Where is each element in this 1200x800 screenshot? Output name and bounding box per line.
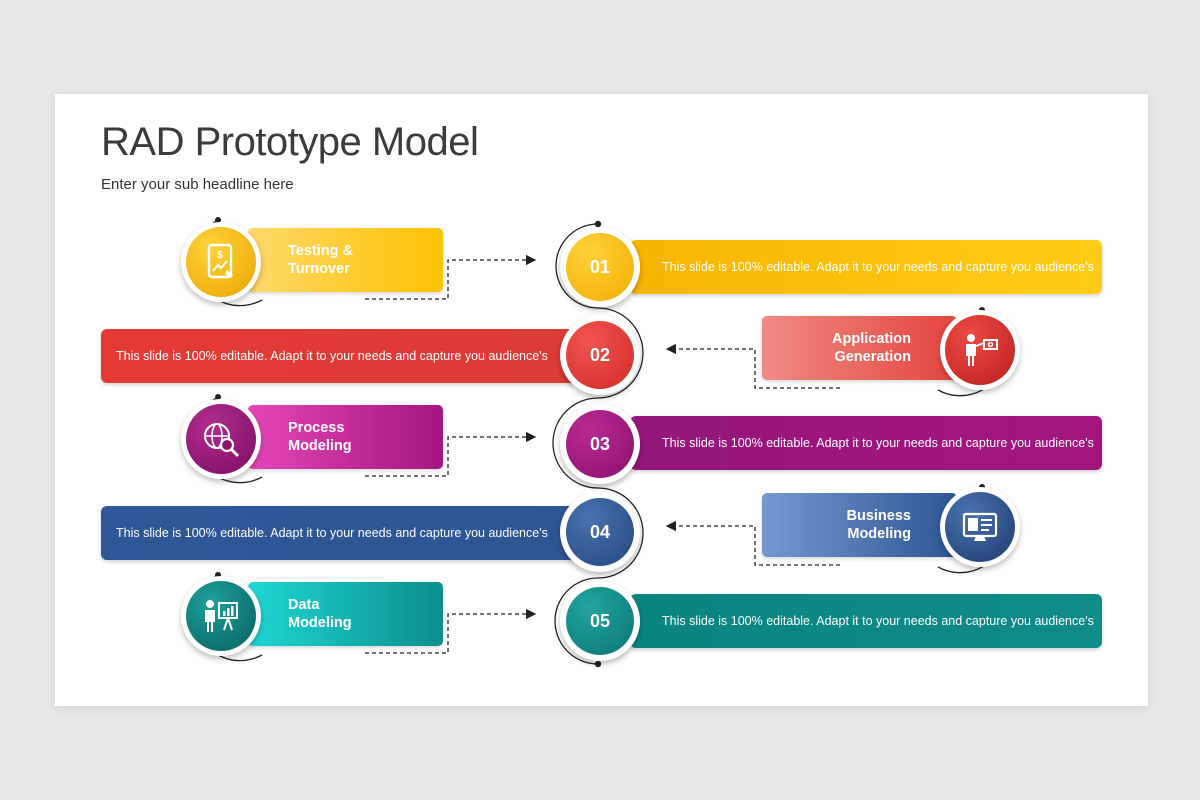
- step-01-label-line1: Testing &: [288, 243, 353, 259]
- step-03-badge: 03: [560, 404, 640, 484]
- step-03-label-line1: Process: [288, 420, 345, 436]
- step-03-label-line2: Modeling: [288, 438, 352, 454]
- step-04-number: 04: [566, 498, 634, 566]
- tablet-dollar-chart-icon: $: [207, 243, 233, 279]
- svg-text:$: $: [217, 250, 223, 261]
- step-02-description-bar: This slide is 100% editable. Adapt it to…: [101, 329, 579, 383]
- step-02-description: This slide is 100% editable. Adapt it to…: [116, 349, 548, 363]
- step-02-label-line1: Application: [832, 331, 911, 347]
- step-05-badge: 05: [560, 581, 640, 661]
- step-03-description-bar: This slide is 100% editable. Adapt it to…: [630, 416, 1102, 470]
- globe-search-icon: [204, 423, 240, 458]
- step-02-icon-badge: [940, 310, 1020, 390]
- step-05-label-line2: Modeling: [288, 615, 352, 631]
- step-04-badge: 04: [560, 492, 640, 572]
- step-03-icon-badge: [181, 399, 261, 479]
- step-04-icon-badge: [940, 487, 1020, 567]
- step-01-description-bar: This slide is 100% editable. Adapt it to…: [630, 240, 1102, 294]
- step-01-icon-badge: $: [181, 222, 261, 302]
- step-04-label-line1: Business: [846, 508, 911, 524]
- step-01-number: 01: [566, 233, 634, 301]
- presenter-screen-icon: [966, 334, 998, 366]
- step-01-description: This slide is 100% editable. Adapt it to…: [662, 260, 1094, 274]
- step-05-description: This slide is 100% editable. Adapt it to…: [662, 614, 1094, 628]
- monitor-profile-icon: [962, 512, 998, 541]
- step-04-label-line2: Modeling: [847, 526, 911, 542]
- step-03-description: This slide is 100% editable. Adapt it to…: [662, 436, 1094, 450]
- slide-title: RAD Prototype Model: [101, 120, 479, 164]
- step-03-number: 03: [566, 410, 634, 478]
- step-02-badge: 02: [560, 315, 640, 395]
- step-05-label-line1: Data: [288, 597, 320, 613]
- step-02-number: 02: [566, 321, 634, 389]
- step-01-label-line2: Turnover: [288, 261, 350, 277]
- step-01-label: Testing & Turnover: [248, 228, 443, 292]
- step-05-description-bar: This slide is 100% editable. Adapt it to…: [630, 594, 1102, 648]
- presenter-chart-icon: [205, 600, 238, 632]
- step-01-badge: 01: [560, 227, 640, 307]
- step-05-icon-badge: [181, 576, 261, 656]
- slide-subtitle: Enter your sub headline here: [101, 176, 294, 193]
- step-04-description: This slide is 100% editable. Adapt it to…: [116, 526, 548, 540]
- step-04-description-bar: This slide is 100% editable. Adapt it to…: [101, 506, 579, 560]
- step-05-number: 05: [566, 587, 634, 655]
- step-02-label-line2: Generation: [834, 349, 911, 365]
